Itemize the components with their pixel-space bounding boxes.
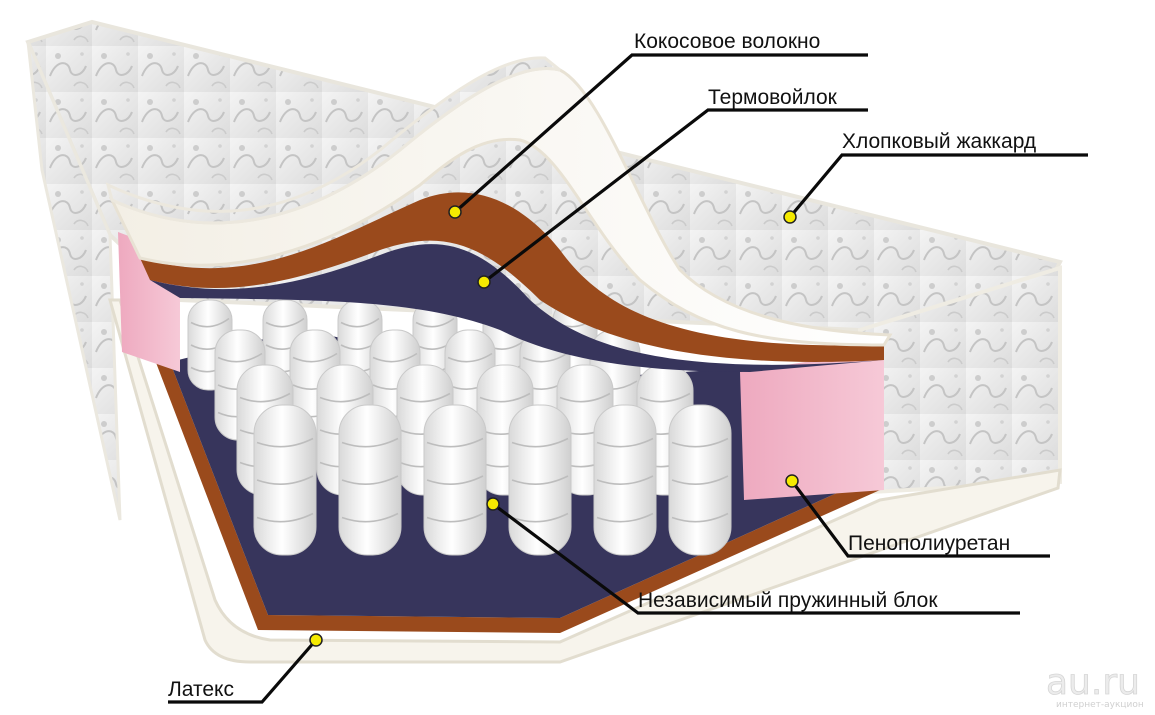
leader-latex [168, 638, 318, 704]
spring-coil [596, 512, 654, 523]
spring-coil [341, 475, 399, 485]
spring-block [187, 299, 732, 556]
spring-coil [372, 352, 418, 363]
spring-coil [426, 512, 484, 523]
leader-thermofelt [483, 108, 868, 284]
spring-coil [341, 437, 399, 448]
leader-polyurethane [790, 480, 1050, 558]
marker-spring-block [486, 497, 500, 511]
pocket-spring [593, 404, 657, 556]
spring-coil [239, 392, 291, 403]
spring-coil [292, 352, 338, 363]
pocket-spring [423, 404, 487, 556]
spring-coil [319, 392, 371, 403]
spring-coil [671, 512, 729, 523]
label-polyurethane: Пенополиуретан [848, 532, 1010, 555]
jacquard-flap-top [105, 56, 561, 225]
spring-coil [479, 392, 531, 403]
spring-coil [447, 352, 493, 363]
coconut-bottom-layer [155, 360, 880, 633]
spring-coil [256, 512, 314, 523]
foam-block-right [740, 350, 884, 500]
spring-coil [256, 475, 314, 485]
spring-coil [559, 392, 611, 403]
label-coconut: Кокосовое волокно [634, 30, 820, 53]
pocket-spring [668, 404, 732, 556]
marker-coconut [448, 205, 462, 219]
spring-coil [265, 317, 305, 328]
spring-coil [415, 317, 455, 328]
mattress-left-edge [26, 41, 122, 521]
spring-coil [426, 437, 484, 448]
spring-coil [341, 512, 399, 523]
spring-coil [511, 475, 569, 485]
watermark-subtitle: интернет-аукцион [1056, 700, 1144, 710]
pocket-spring [508, 404, 572, 556]
label-spring-block: Независимый пружинный блок [638, 589, 938, 612]
label-thermofelt: Термовойлок [708, 86, 838, 109]
spring-coil [596, 475, 654, 485]
leader-jacquard [788, 153, 1088, 219]
spring-coil [671, 475, 729, 485]
pocket-spring [253, 404, 317, 556]
coconut-upper-layer [140, 192, 884, 362]
spring-coil [340, 317, 380, 328]
marker-jacquard [783, 210, 797, 224]
spring-coil [522, 352, 568, 363]
leader-lines [168, 53, 1088, 704]
spring-coil [511, 512, 569, 523]
spring-coil [426, 475, 484, 485]
spring-coil [639, 392, 691, 403]
marker-latex [309, 633, 323, 647]
pocket-spring [338, 404, 402, 556]
label-jacquard: Хлопковый жаккард [842, 130, 1036, 153]
spring-coil [190, 317, 230, 328]
latex-base [108, 298, 1062, 664]
leader-coconut [453, 53, 868, 214]
spring-coil [511, 437, 569, 448]
spring-coil [217, 352, 263, 363]
marker-polyurethane [785, 474, 799, 488]
spring-coil [399, 392, 451, 403]
label-latex: Латекс [168, 678, 234, 701]
felt-upper-layer [150, 244, 884, 372]
leader-spring-block [492, 502, 1020, 615]
markers [309, 205, 799, 647]
spring-coil [596, 437, 654, 448]
watermark-logo: au.ru [1046, 662, 1140, 703]
spring-coil [671, 437, 729, 448]
spring-coil [256, 437, 314, 448]
marker-thermofelt [477, 275, 491, 289]
